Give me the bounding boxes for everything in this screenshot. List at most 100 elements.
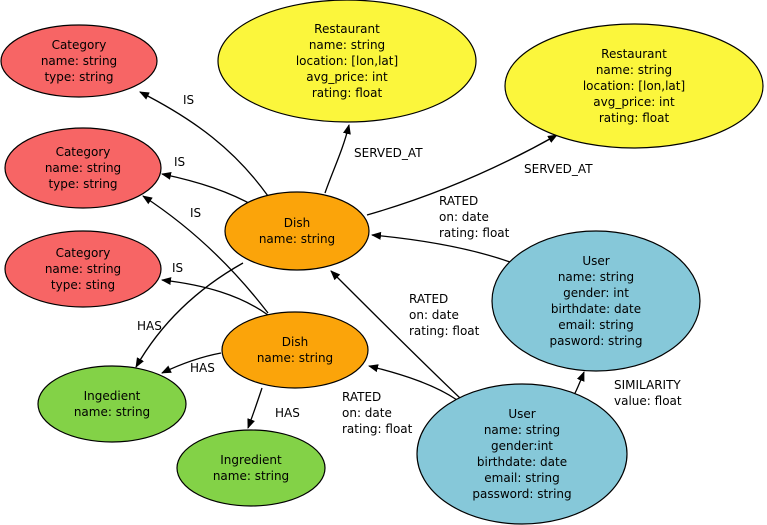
node-category-1[interactable]: Category name: string type: string [0, 24, 158, 98]
edge-dish1-served-at-restaurant2 [366, 134, 558, 216]
edge-label-line: rating: float [409, 324, 480, 338]
edge-label-line: SERVED_AT [524, 162, 593, 176]
edge-arrow [161, 171, 257, 208]
node-property: name: string [259, 232, 335, 246]
edge-label-line: HAS [190, 361, 215, 375]
node-property: name: string [257, 351, 333, 365]
node-title: Category [56, 246, 111, 260]
node-property: name: string [484, 423, 560, 437]
edges-layer [135, 91, 585, 429]
node-property: type: string [48, 177, 117, 191]
node-dish-1[interactable]: Dish name: string [224, 191, 370, 271]
node-category-3[interactable]: Category name: string type: sting [4, 230, 162, 308]
node-title: Dish [282, 335, 308, 349]
edge-dish2-is-category3 [161, 277, 269, 316]
node-title: Dish [284, 216, 310, 230]
edge-dish1-is-category2 [161, 171, 257, 208]
node-property: email: string [558, 318, 633, 332]
dish-node-shape [224, 191, 370, 271]
edge-user2-rated-dish1 [330, 270, 461, 399]
edge-label-line: HAS [137, 319, 162, 333]
edge-arrow [139, 91, 269, 197]
dish-node-shape [221, 311, 369, 389]
edge-label-dish2-is-category3: IS [172, 261, 183, 275]
node-title: Restaurant [314, 22, 380, 36]
edge-label-line: SIMILARITY [614, 378, 681, 392]
node-property: avg_price: int [306, 70, 388, 84]
node-title: Restaurant [601, 47, 667, 61]
edge-dish2-has-ingredient2 [247, 387, 263, 429]
edge-label-line: RATED [409, 292, 448, 306]
edge-label-dish1-is-category2: IS [174, 155, 185, 169]
edge-arrow [330, 270, 461, 399]
node-property: gender:int [491, 439, 553, 453]
category-node-shape [0, 24, 158, 98]
node-property: name: string [213, 469, 289, 483]
node-user-1[interactable]: User name: string gender: int birthdate: da… [491, 230, 701, 372]
node-property: pasword: string [549, 334, 642, 348]
edge-arrow [142, 195, 269, 314]
edge-dish1-has-ingredient1 [135, 262, 244, 368]
edge-label-dish1-served-at-restaurant1: SERVED_AT [354, 146, 423, 160]
node-property: name: string [558, 270, 634, 284]
edge-dish2-has-ingredient1 [161, 352, 222, 374]
edge-dish2-is-category2 [142, 195, 269, 314]
node-property: avg_price: int [593, 95, 675, 109]
node-property: gender: int [563, 286, 629, 300]
node-restaurant-1[interactable]: Restaurant name: string location: [lon,lat… [217, 0, 477, 123]
node-title: Category [56, 145, 111, 159]
node-property: type: sting [51, 278, 115, 292]
edge-label-line: rating: float [439, 226, 510, 240]
edge-label-line: on: date [409, 308, 459, 322]
edge-arrow [161, 352, 222, 374]
node-title: User [582, 254, 609, 268]
edge-label-dish1-has-ingredient1: HAS [137, 319, 162, 333]
edge-label-dish1-is-category1: IS [183, 93, 194, 107]
restaurant-node-shape [217, 0, 477, 123]
node-title: Category [52, 38, 107, 52]
node-title: Ingedient [84, 389, 141, 403]
ingredient-node-shape [176, 429, 326, 507]
node-title: Ingredient [220, 453, 282, 467]
edge-label-line: IS [183, 93, 194, 107]
node-ingredient-2[interactable]: Ingredient name: string [176, 429, 326, 507]
edge-label-line: rating: float [342, 422, 413, 436]
edge-label-dish2-has-ingredient2: HAS [275, 406, 300, 420]
edge-arrow [161, 277, 269, 316]
ingredient-node-shape [37, 365, 187, 443]
edge-labels-layer: IS IS IS IS SERVED_AT SERVED_AT RATED on: date r… [137, 93, 682, 436]
edge-label-dish2-is-category2: IS [190, 206, 201, 220]
node-property: type: string [44, 70, 113, 84]
user-node-shape [491, 230, 701, 372]
edge-label-user2-rated-dish1: RATED on: date rating: float [409, 292, 480, 338]
edge-label-line: IS [172, 261, 183, 275]
node-property: name: string [41, 54, 117, 68]
edge-label-dish2-has-ingredient1: HAS [190, 361, 215, 375]
edge-user2-rated-dish2 [368, 364, 458, 401]
edge-arrow [135, 262, 244, 368]
node-property: name: string [45, 161, 121, 175]
edge-label-dish1-served-at-restaurant2: SERVED_AT [524, 162, 593, 176]
edge-label-line: IS [174, 155, 185, 169]
node-dish-2[interactable]: Dish name: string [221, 311, 369, 389]
category-node-shape [4, 127, 162, 209]
category-node-shape [4, 230, 162, 308]
node-property: rating: float [599, 111, 670, 125]
user-node-shape [416, 383, 628, 525]
edge-label-line: on: date [342, 406, 392, 420]
node-property: password: string [472, 487, 571, 501]
edge-dish1-served-at-restaurant1 [324, 124, 351, 194]
node-property: birthdate: date [551, 302, 641, 316]
node-property: name: string [45, 262, 121, 276]
node-property: name: string [596, 63, 672, 77]
node-category-2[interactable]: Category name: string type: string [4, 127, 162, 209]
node-property: name: string [309, 38, 385, 52]
node-property: location: [lon,lat] [296, 54, 398, 68]
